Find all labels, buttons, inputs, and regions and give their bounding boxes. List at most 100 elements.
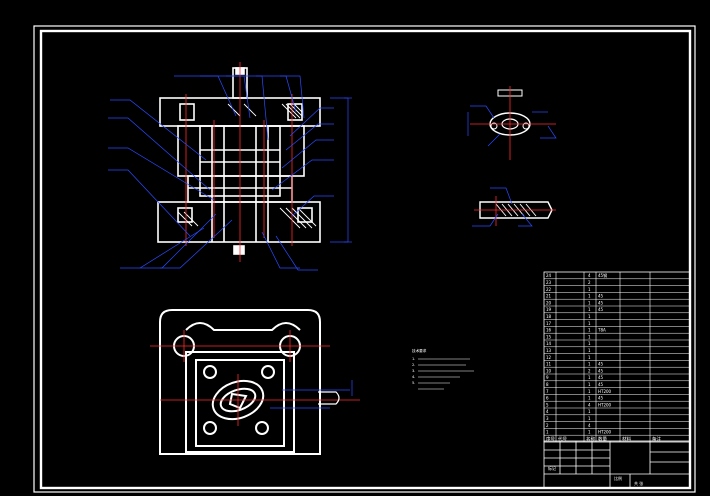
parts-list-row-number: 2 bbox=[546, 423, 549, 428]
parts-list-row-number: 19 bbox=[546, 307, 552, 312]
tech-req-title: 技术要求 bbox=[412, 348, 427, 353]
front-view-centerlines bbox=[185, 62, 293, 262]
parts-list-row-number: 17 bbox=[546, 321, 552, 326]
parts-list-row-qty: 2 bbox=[588, 368, 591, 373]
parts-list-row-qty: 1 bbox=[588, 287, 591, 292]
plan-view-dimensions bbox=[270, 380, 353, 409]
front-section-view bbox=[157, 67, 321, 255]
parts-list-row-number: 6 bbox=[546, 396, 549, 401]
parts-list-row-number: 20 bbox=[546, 300, 552, 305]
die-insert-outline bbox=[195, 359, 285, 447]
plan-view-section-arrow bbox=[318, 391, 340, 405]
parts-list-row-material: 45 bbox=[598, 382, 604, 387]
parts-list-row-number: 16 bbox=[546, 328, 552, 333]
parts-list-row-material: 45 bbox=[598, 300, 604, 305]
die-base-outline bbox=[159, 309, 321, 455]
parts-list-row-number: 23 bbox=[546, 280, 552, 285]
tech-req-line: 4. bbox=[412, 375, 415, 379]
parts-list-row-number: 13 bbox=[546, 348, 552, 353]
front-view-leaders bbox=[108, 75, 352, 271]
parts-list-row-qty: 1 bbox=[588, 362, 591, 367]
parts-list-row-number: 14 bbox=[546, 341, 552, 346]
parts-list-row-qty: 1 bbox=[588, 321, 591, 326]
parts-list-header-cell: 序号 bbox=[546, 435, 555, 442]
screw-hole-top-right bbox=[261, 365, 275, 379]
parts-list-row-qty: 1 bbox=[588, 348, 591, 353]
parts-list-row-qty: 4 bbox=[588, 273, 591, 278]
punch-holder bbox=[177, 125, 305, 177]
parts-list-row-qty: 1 bbox=[588, 375, 591, 380]
parts-list-row-material: HT200 bbox=[598, 430, 612, 435]
parts-list-row-qty: 1 bbox=[588, 409, 591, 414]
sheet-outer-border bbox=[33, 25, 696, 493]
parts-list-row-number: 5 bbox=[546, 402, 549, 407]
parts-list-row-number: 8 bbox=[546, 382, 549, 387]
parts-list-row-qty: 1 bbox=[588, 389, 591, 394]
parts-list-row-material: HT200 bbox=[598, 389, 612, 394]
parts-list-row-material: 45 bbox=[598, 362, 604, 367]
parts-list-row-number: 24 bbox=[546, 273, 552, 278]
tech-req-line: 3. bbox=[412, 369, 415, 373]
tech-req-line: 5. bbox=[412, 381, 415, 385]
parts-list-row-number: 9 bbox=[546, 375, 549, 380]
parts-list-row-qty: 1 bbox=[588, 307, 591, 312]
parts-list-header-cell: 数量 bbox=[598, 435, 607, 442]
parts-list-row-number: 11 bbox=[546, 362, 552, 367]
parts-list-row-number: 7 bbox=[546, 389, 549, 394]
parts-list-frame bbox=[543, 271, 691, 443]
die-plate-outline bbox=[185, 351, 295, 453]
parts-list-row-number: 1 bbox=[546, 430, 549, 435]
plan-view-centerlines bbox=[150, 330, 360, 426]
upper-plate-pocket-left bbox=[179, 103, 195, 121]
parts-list-row-qty: 1 bbox=[588, 300, 591, 305]
parts-list-row-number: 15 bbox=[546, 334, 552, 339]
technical-requirements: 技术要求 1. 2. 3. 4. 5. bbox=[412, 348, 474, 390]
screw-hole-bottom-left bbox=[203, 421, 217, 435]
parts-list-row-material: 45 bbox=[598, 294, 604, 299]
parts-list-row-number: 12 bbox=[546, 355, 552, 360]
parts-list-row-qty: 1 bbox=[588, 334, 591, 339]
parts-list-row-material: HT200 bbox=[598, 402, 612, 407]
screw-hole-bottom-right bbox=[255, 421, 269, 435]
parts-list-header-cell: 材料 bbox=[622, 435, 631, 442]
parts-list-row-qty: 1 bbox=[588, 430, 591, 435]
parts-list-row-qty: 1 bbox=[588, 294, 591, 299]
parts-list-row-qty: 4 bbox=[588, 423, 591, 428]
screw-hole-top-left bbox=[203, 365, 217, 379]
parts-list-header-cell: 备注 bbox=[652, 435, 661, 442]
part-section-view bbox=[472, 187, 556, 227]
parts-list-row-qty: 1 bbox=[588, 328, 591, 333]
parts-list-row-qty: 1 bbox=[588, 341, 591, 346]
title-block-sheet-label: 共 张 bbox=[634, 480, 643, 486]
die-cavity-outline bbox=[211, 379, 265, 421]
title-block-mark-label: 标记 bbox=[548, 465, 556, 471]
parts-list-row-qty: 1 bbox=[588, 382, 591, 387]
lower-die-base bbox=[157, 201, 321, 243]
title-block-scale-label: 比例 bbox=[614, 475, 622, 481]
parts-list-row-qty: 1 bbox=[588, 314, 591, 319]
parts-list-row-qty: 1 bbox=[588, 416, 591, 421]
part-detail-view bbox=[467, 86, 557, 160]
parts-list-row-material: 45 bbox=[598, 307, 604, 312]
ejector-nut bbox=[233, 245, 245, 255]
parts-list-row-number: 10 bbox=[546, 368, 552, 373]
parts-list-header-cell: 代号 bbox=[558, 435, 567, 442]
parts-list-header-cell: 名称 bbox=[586, 435, 595, 442]
parts-list-row-material: T8A bbox=[597, 328, 606, 333]
lower-base-slot-right bbox=[297, 207, 313, 223]
parts-list-row-number: 4 bbox=[546, 409, 549, 414]
tech-req-line: 2. bbox=[412, 363, 415, 367]
tech-req-line: 1. bbox=[412, 357, 415, 361]
parts-list-row-number: 18 bbox=[546, 314, 552, 319]
sheet-inner-border bbox=[39, 29, 692, 490]
title-block bbox=[543, 440, 691, 489]
parts-list-row-number: 3 bbox=[546, 416, 549, 421]
die-cavity-inner bbox=[219, 387, 257, 413]
front-view-hatching bbox=[177, 103, 317, 229]
parts-list-row-material: 45 bbox=[598, 368, 604, 373]
parts-list-row-qty: 4 bbox=[588, 402, 591, 407]
lower-base-slot-left bbox=[177, 207, 193, 223]
